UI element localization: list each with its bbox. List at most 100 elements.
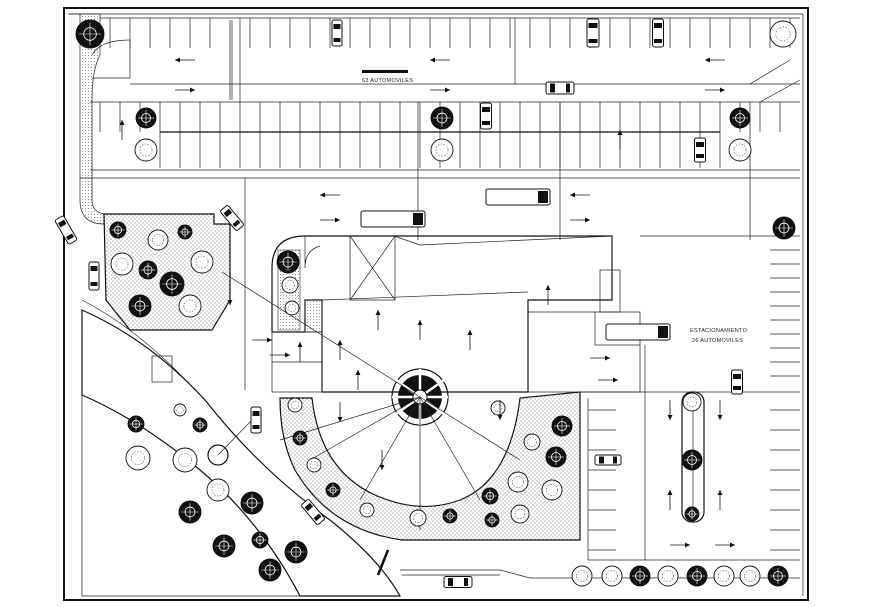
car-symbol	[480, 102, 492, 130]
tree-symbol	[541, 479, 563, 501]
tree-symbol	[135, 107, 157, 129]
tree-symbol	[409, 509, 427, 527]
arrow-symbol	[667, 490, 673, 510]
tree-symbol	[178, 294, 202, 318]
tree-symbol	[481, 487, 499, 505]
tree-symbol	[507, 471, 529, 493]
tree-symbol	[173, 403, 187, 417]
tree-symbol	[769, 20, 797, 48]
truck-symbol	[605, 323, 671, 341]
tree-symbol	[128, 294, 152, 318]
tree-symbol	[138, 260, 158, 280]
arrow-symbol	[670, 542, 690, 548]
arrow-symbol	[119, 120, 125, 140]
tree-symbol	[159, 271, 185, 297]
tree-symbol	[251, 531, 269, 549]
arrow-symbol	[598, 377, 618, 383]
tree-symbol	[190, 250, 214, 274]
arrow-symbol	[227, 285, 233, 305]
east-lot-label: ESTACIONAMIENTO 26 AUTOMOVILES	[690, 328, 747, 344]
tree-symbol	[767, 565, 789, 587]
arrow-symbol	[430, 87, 450, 93]
southwest-garden	[81, 299, 402, 597]
arrow-symbol	[337, 402, 343, 422]
tree-symbol	[713, 565, 735, 587]
tree-symbol	[490, 400, 506, 416]
cars	[54, 18, 743, 588]
tree-symbol	[276, 250, 300, 274]
tree-symbol	[523, 433, 541, 451]
fountain-radials	[221, 271, 521, 530]
parking-stalls-top	[109, 18, 791, 48]
tree-symbol	[601, 565, 623, 587]
tree-symbol	[192, 417, 208, 433]
arrow-symbol	[590, 355, 610, 361]
arrow-symbol	[379, 450, 385, 470]
car-symbol	[88, 261, 100, 291]
tree-symbol	[510, 504, 530, 524]
arrow-symbol	[705, 57, 725, 63]
arrow-symbol	[570, 192, 590, 198]
tree-symbol	[147, 229, 169, 251]
tree-symbol	[442, 508, 458, 524]
tree-symbol	[629, 565, 651, 587]
east-lot-label-line2: 26 AUTOMOVILES	[692, 338, 743, 344]
tree-symbol	[772, 216, 796, 240]
tree-symbol	[110, 252, 134, 276]
arrow-symbol	[705, 87, 725, 93]
arrow-symbol	[297, 342, 303, 362]
car-symbol	[545, 81, 575, 95]
tree-symbol	[681, 449, 703, 471]
tree-symbol	[178, 500, 202, 524]
arrow-symbol	[467, 330, 473, 350]
plaza-planting	[279, 391, 581, 541]
car-symbol	[331, 19, 343, 47]
tree-symbol	[240, 491, 264, 515]
arrow-symbol	[545, 285, 551, 305]
tree-symbol	[292, 430, 308, 446]
southeast-parking-lot	[580, 345, 800, 561]
car-symbol	[250, 406, 262, 434]
arrow-symbol	[175, 57, 195, 63]
trees	[75, 19, 797, 587]
top-lot-label-text: 63 AUTOMOVILES	[362, 78, 413, 84]
arrow-symbol	[320, 217, 340, 223]
arrow-symbol	[717, 490, 723, 510]
arrow-symbol	[715, 542, 735, 548]
arrow-symbol	[667, 400, 673, 420]
tree-symbol	[657, 565, 679, 587]
tree-symbol	[729, 107, 751, 129]
arrow-symbol	[717, 400, 723, 420]
tree-symbol	[206, 478, 230, 502]
car-symbol	[652, 18, 664, 48]
tree-symbol	[484, 512, 500, 528]
tree-symbol	[325, 482, 341, 498]
tree-symbol	[284, 300, 300, 316]
car-symbol	[54, 215, 78, 245]
car-symbol	[301, 499, 325, 525]
tree-symbol	[284, 540, 308, 564]
parking-stalls-middle	[99, 102, 781, 132]
car-symbol	[586, 18, 600, 48]
tree-symbol	[212, 534, 236, 558]
arrow-symbol	[570, 217, 590, 223]
tree-symbol	[75, 19, 105, 49]
parking-stalls-lower	[159, 132, 721, 168]
tree-symbol	[134, 138, 158, 162]
tree-symbol	[739, 565, 761, 587]
tree-symbol	[306, 457, 322, 473]
arrow-symbol	[175, 87, 195, 93]
tree-symbol	[551, 415, 573, 437]
arrow-symbol	[375, 310, 381, 330]
arrow-symbol	[337, 340, 343, 360]
top-parking-lot	[80, 17, 801, 390]
tree-symbol	[728, 138, 752, 162]
tree-symbol	[359, 502, 375, 518]
central-building	[271, 235, 800, 393]
car-symbol	[694, 137, 706, 163]
truck-symbol	[360, 210, 426, 228]
tree-symbol	[545, 446, 567, 468]
car-symbol	[731, 369, 743, 395]
tree-symbol	[686, 565, 708, 587]
